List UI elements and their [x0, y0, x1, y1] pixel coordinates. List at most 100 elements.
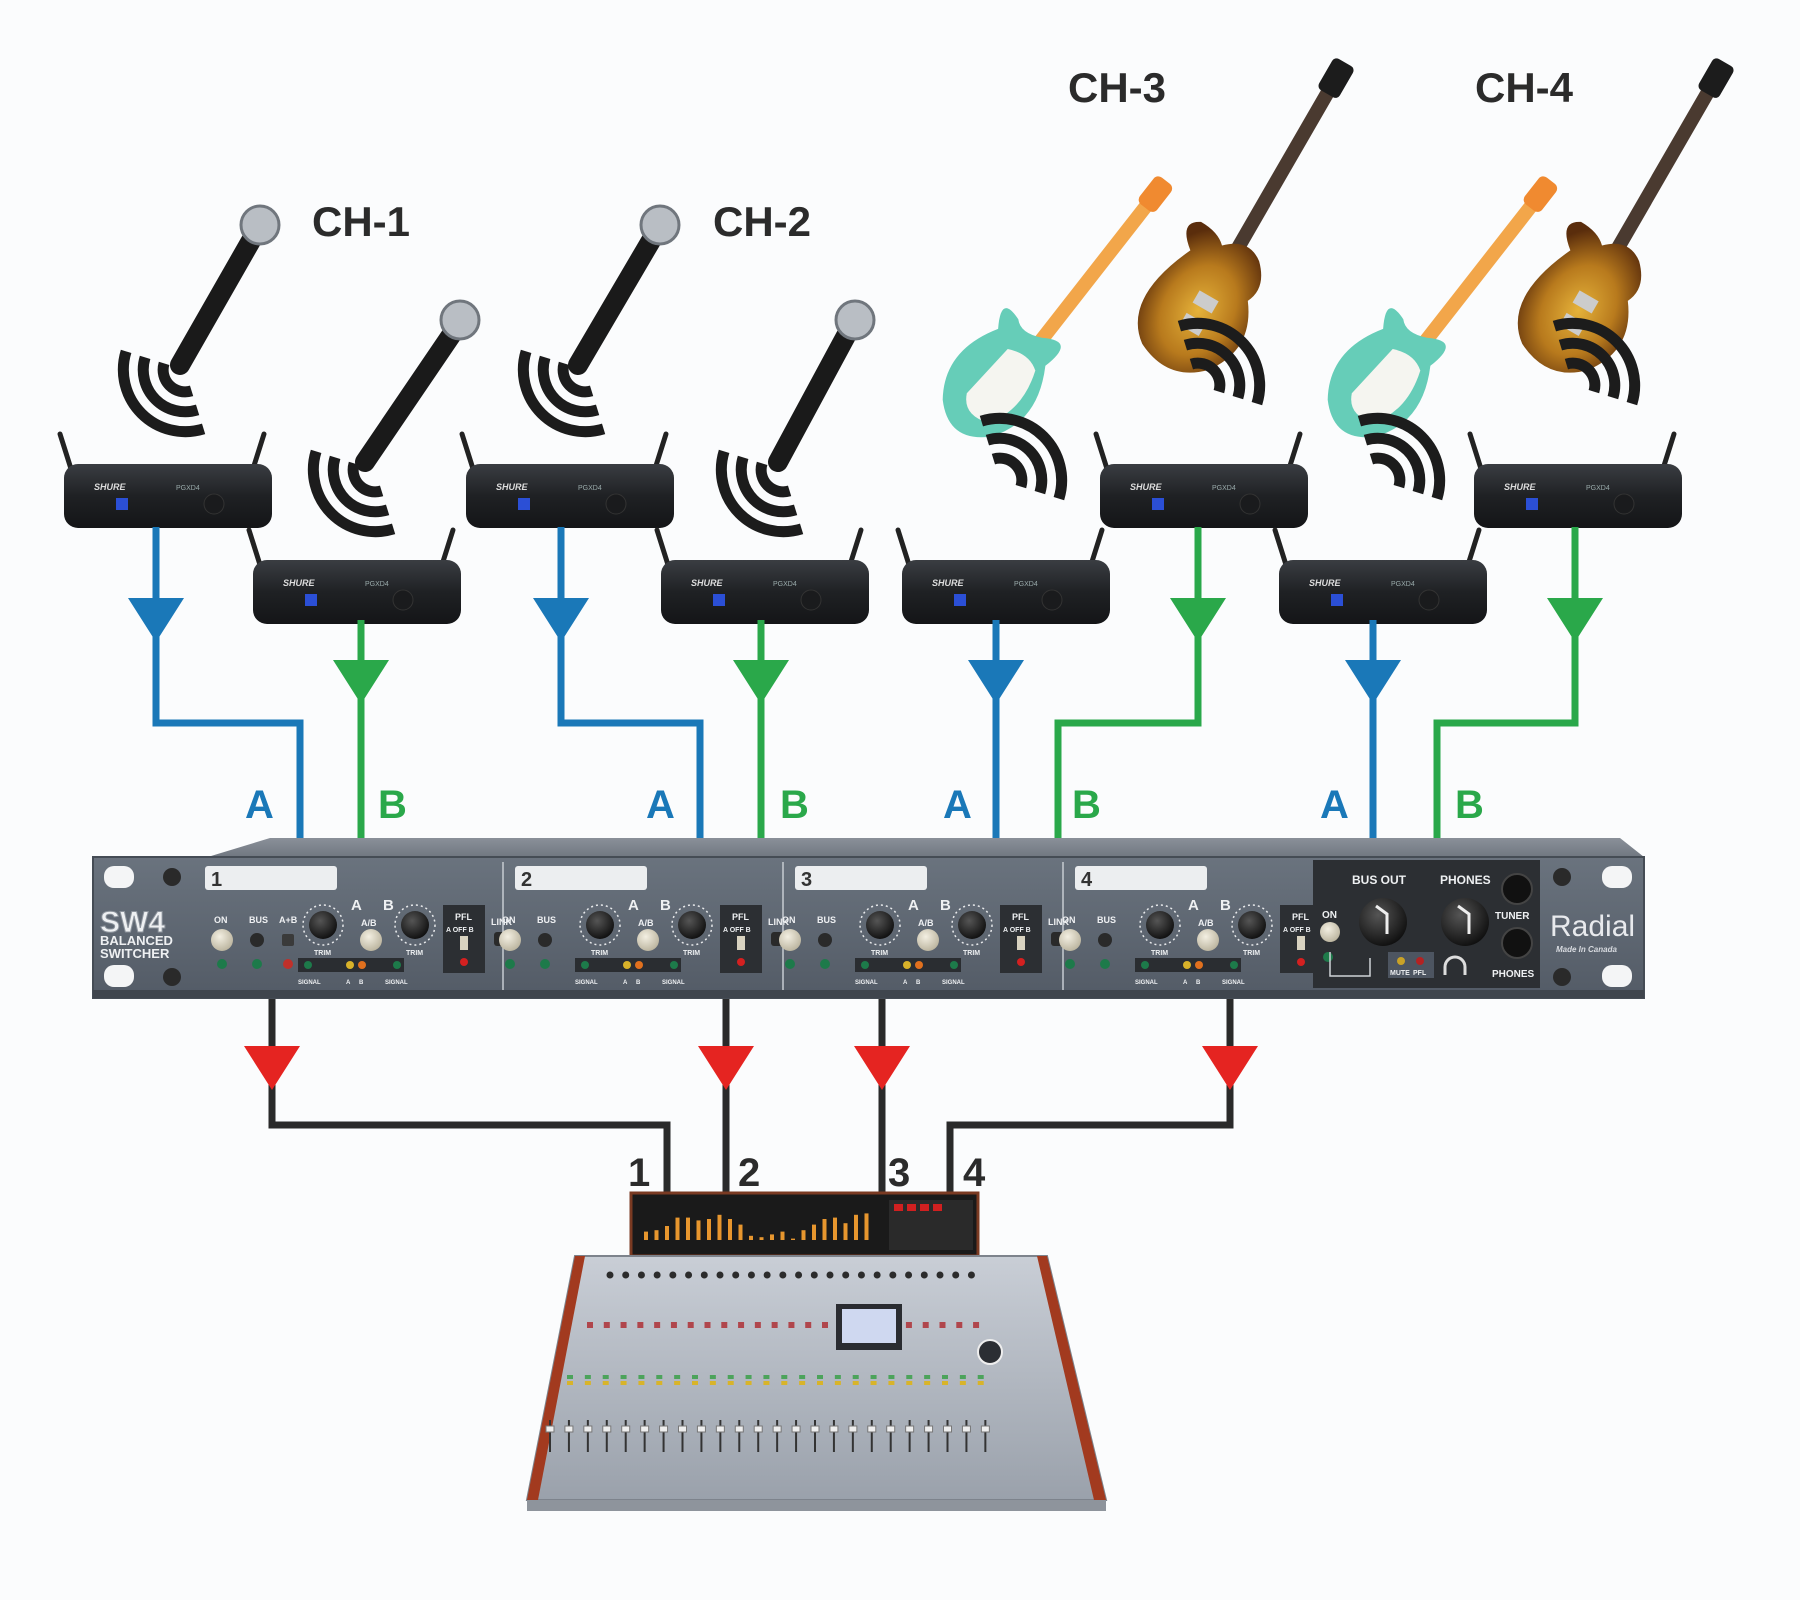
console-knob [687, 1322, 694, 1328]
a-led [623, 961, 631, 969]
on-led [1065, 959, 1075, 969]
channel-label-strip[interactable] [515, 866, 647, 890]
console-fader [715, 1425, 725, 1433]
trim-label-b: TRIM [1243, 950, 1260, 957]
bus-button[interactable] [538, 933, 552, 947]
mute-label: MUTE [1390, 970, 1410, 977]
bus-button[interactable] [818, 933, 832, 947]
console-knob [905, 1322, 912, 1328]
receiver-brand: SHURE [496, 482, 529, 492]
led-a-label: A [623, 980, 628, 986]
link-label: LINK [1048, 917, 1069, 927]
level-meter [738, 1224, 743, 1240]
on-button[interactable] [1059, 929, 1081, 951]
trim-knob-a[interactable] [586, 911, 614, 939]
console-fader [545, 1425, 555, 1433]
b-led [915, 961, 923, 969]
console-fader [791, 1425, 801, 1433]
console-row [567, 1375, 984, 1385]
output-arrow [1202, 1046, 1258, 1090]
console-fader [961, 1425, 971, 1433]
master-on-button[interactable] [1320, 922, 1340, 942]
receiver-display [305, 594, 317, 606]
signal-led-a [304, 961, 312, 969]
trim-knob-a[interactable] [1146, 911, 1174, 939]
pfl-switch[interactable] [1297, 936, 1305, 950]
wave-arc [517, 349, 606, 438]
console-button [781, 1381, 788, 1385]
channel-label-ch4: CH-4 [1475, 64, 1574, 111]
down-arrow [733, 660, 789, 704]
receiver-knob [203, 493, 225, 515]
channel-label-strip[interactable] [205, 866, 337, 890]
tuner-jack[interactable] [1501, 873, 1533, 905]
console-fader [848, 1425, 858, 1433]
console-knob [704, 1322, 711, 1328]
on-button[interactable] [499, 929, 521, 951]
level-meter [686, 1217, 690, 1240]
bus-out-knob[interactable] [1359, 898, 1407, 946]
ab-select-button[interactable] [360, 929, 382, 951]
trim-label-a: TRIM [591, 950, 608, 957]
sw4-subtitle-1: BALANCED [100, 933, 173, 948]
trim-knob-a[interactable] [866, 911, 894, 939]
guitar-neck [1218, 84, 1337, 274]
phones-jack[interactable] [1501, 927, 1533, 959]
console-knob [939, 1322, 946, 1328]
console-knob [732, 1271, 740, 1279]
antenna-left [459, 431, 477, 475]
pfl-label: PFL [1012, 912, 1030, 922]
pfl-switch[interactable] [460, 936, 468, 950]
console-button [852, 1381, 859, 1385]
signal-led-b [1230, 961, 1238, 969]
trim-knob-b[interactable] [401, 911, 429, 939]
console-knob [637, 1271, 645, 1279]
wave-arc [557, 361, 594, 398]
output-arrow [698, 1046, 754, 1090]
console-knob [873, 1271, 881, 1279]
level-meter [696, 1220, 701, 1240]
channel-number: 1 [211, 869, 222, 891]
pfl-switch[interactable] [737, 936, 745, 950]
pfl-switch[interactable] [1017, 936, 1025, 950]
signal-label-b: SIGNAL [385, 980, 408, 986]
trim-label-a: TRIM [1151, 950, 1168, 957]
channel-label-strip[interactable] [795, 866, 927, 890]
console-fader [640, 1425, 650, 1433]
console-button [906, 1375, 913, 1379]
trim-knob-b[interactable] [1238, 911, 1266, 939]
phones-volume-knob[interactable] [1441, 898, 1489, 946]
console-button [924, 1381, 931, 1385]
on-button[interactable] [779, 929, 801, 951]
channel-label-strip[interactable] [1075, 866, 1207, 890]
rack-hole-tr [1602, 866, 1632, 888]
trim-label-b: TRIM [963, 950, 980, 957]
console-button [727, 1381, 734, 1385]
console-knob [606, 1271, 614, 1279]
trim-knob-b[interactable] [958, 911, 986, 939]
ab-select-button[interactable] [917, 929, 939, 951]
wave-arc [157, 361, 194, 398]
ab-select-button[interactable] [1197, 929, 1219, 951]
trim-label-a: TRIM [871, 950, 888, 957]
trim-knob-b[interactable] [678, 911, 706, 939]
console-fader [659, 1425, 669, 1433]
receiver-knob [800, 589, 822, 611]
bus-button[interactable] [1098, 933, 1112, 947]
bus-button[interactable] [250, 933, 264, 947]
console-knob [905, 1271, 913, 1279]
a-plus-b-button[interactable] [282, 934, 294, 946]
trim-scale [1231, 904, 1273, 946]
b-indicator: B [660, 897, 671, 914]
mic-grille [639, 204, 681, 246]
wave-arc [1558, 337, 1621, 400]
on-button[interactable] [211, 929, 233, 951]
console-fader [678, 1425, 687, 1433]
ab-select-button[interactable] [637, 929, 659, 951]
console-button [906, 1381, 913, 1385]
trim-knob-a[interactable] [309, 911, 337, 939]
console-button [692, 1375, 698, 1379]
